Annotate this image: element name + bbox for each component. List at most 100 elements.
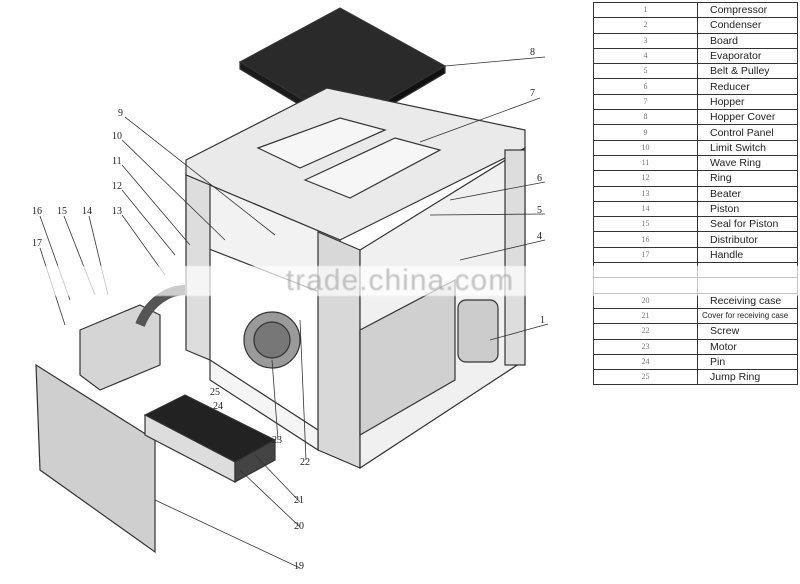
- callout-13: 13: [112, 206, 122, 217]
- part-number: 13: [593, 185, 698, 202]
- part-name: Reducer: [697, 78, 798, 95]
- part-number: 9: [593, 124, 698, 141]
- part-name: Hopper Cover: [697, 109, 798, 126]
- part-number: 22: [593, 323, 698, 340]
- callout-25: 25: [210, 387, 220, 398]
- part-name: Motor: [697, 338, 798, 355]
- callout-16: 16: [32, 206, 42, 217]
- part-name: Board: [697, 32, 798, 49]
- part-name: Beater: [697, 185, 798, 202]
- callout-21: 21: [294, 495, 304, 506]
- motor-hub: [253, 321, 291, 359]
- callout-23: 23: [272, 435, 282, 446]
- part-name: Condenser: [697, 17, 798, 34]
- part-number: 16: [593, 231, 698, 248]
- part-name: Wave Ring: [697, 154, 798, 172]
- part-name: Cover for receiving case: [697, 307, 798, 325]
- callout-11: 11: [112, 156, 122, 167]
- part-name: Seal for Piston: [697, 216, 798, 233]
- part-number: 10: [593, 139, 698, 156]
- callout-19: 19: [294, 561, 304, 572]
- machine-floor: [209, 358, 319, 452]
- callout-1: 1: [540, 315, 545, 326]
- part-number: 6: [593, 78, 698, 95]
- part-name: Piston: [697, 200, 798, 218]
- part-name: Pin: [697, 353, 798, 371]
- part-number: 1: [593, 1, 698, 19]
- leader-lines: [39, 56, 549, 569]
- compressor: [457, 299, 499, 363]
- callout-10: 10: [112, 131, 122, 142]
- callout-5: 5: [537, 205, 542, 216]
- part-name: Ring: [697, 170, 798, 187]
- callout-22: 22: [300, 457, 310, 468]
- part-number: 3: [593, 32, 698, 49]
- part-name: Distributor: [697, 231, 798, 248]
- part-number: 15: [593, 216, 698, 233]
- part-number: 5: [593, 63, 698, 80]
- part-name: Screw: [697, 323, 798, 340]
- part-number: 21: [593, 307, 698, 325]
- part-number: 23: [593, 338, 698, 355]
- callout-6: 6: [537, 173, 542, 184]
- part-number: 2: [593, 17, 698, 34]
- callout-17: 17: [32, 238, 42, 249]
- part-number: 8: [593, 109, 698, 126]
- part-name: Belt & Pulley: [697, 63, 798, 80]
- callout-15: 15: [57, 206, 67, 217]
- callout-24: 24: [213, 401, 223, 412]
- callout-9: 9: [118, 108, 123, 119]
- receiving-case: [234, 438, 276, 484]
- part-name: Evaporator: [697, 47, 798, 65]
- callout-4: 4: [537, 231, 542, 242]
- part-name: Handle: [697, 246, 798, 264]
- callout-20: 20: [294, 521, 304, 532]
- hopper: [303, 137, 442, 199]
- part-name: Jump Ring: [697, 369, 798, 386]
- part-number: 25: [593, 369, 698, 386]
- part-name: Limit Switch: [697, 139, 798, 156]
- part-name: Compressor: [697, 1, 798, 19]
- front-panel: [35, 363, 156, 554]
- part-number: 14: [593, 200, 698, 218]
- hopper: [256, 117, 387, 169]
- watermark: trade.china.com: [0, 266, 800, 296]
- part-number: 17: [593, 246, 698, 264]
- part-name: Hopper: [697, 93, 798, 111]
- part-number: 12: [593, 170, 698, 187]
- distributor: [79, 304, 161, 391]
- callout-8: 8: [530, 47, 535, 58]
- board: [359, 279, 456, 437]
- part-number: 4: [593, 47, 698, 65]
- callout-7: 7: [530, 88, 535, 99]
- machine-column: [504, 149, 526, 366]
- part-number: 24: [593, 353, 698, 371]
- part-number: 11: [593, 154, 698, 172]
- part-number: 7: [593, 93, 698, 111]
- callout-12: 12: [112, 181, 122, 192]
- part-name: Control Panel: [697, 124, 798, 141]
- callout-14: 14: [82, 206, 92, 217]
